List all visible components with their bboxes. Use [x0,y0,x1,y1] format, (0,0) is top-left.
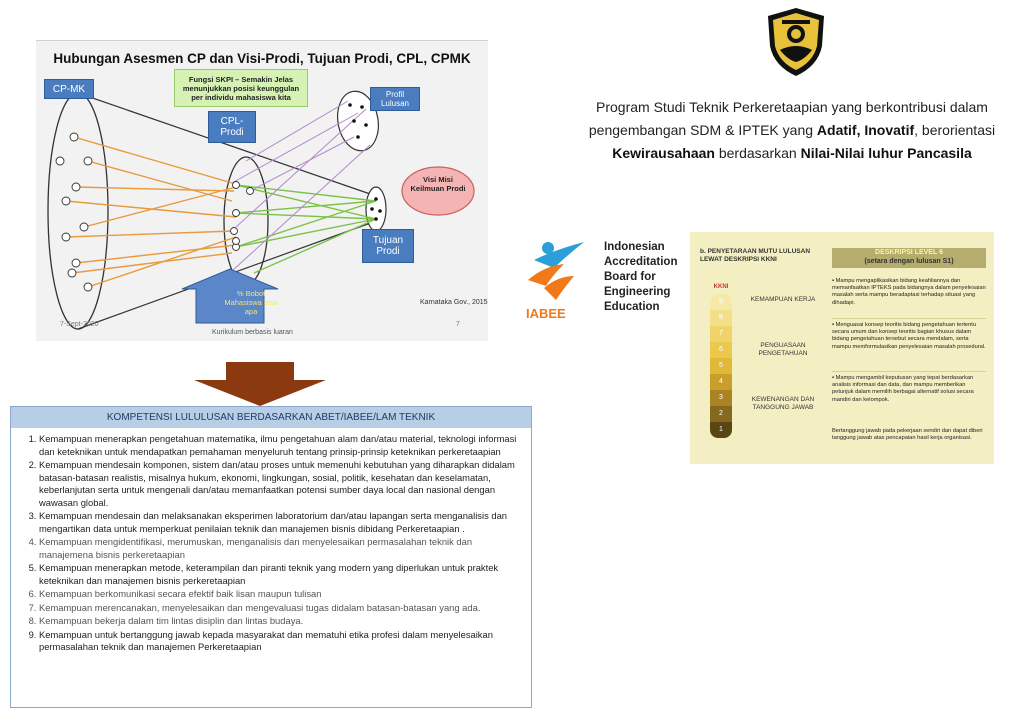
mission-part1: Program Studi Teknik Perkeretaapian yang… [588,99,988,138]
kkni-level-subtitle: (setara dengan lulusan S1) [864,258,954,265]
slide-footer: Kurikulum berbasis luaran [212,329,293,336]
kkni-cat-kerja: KEMAMPUAN KERJA [750,296,816,303]
down-arrow-icon [194,362,326,406]
competency-box: KOMPETENSI LULULUSAN BERDASARKAN ABET/IA… [10,406,532,708]
cpmk-ellipse [47,92,109,330]
kkni-scale-label: KKNI [713,284,729,290]
bobot-up-arrow [181,268,279,324]
diagram-title: Hubungan Asesmen CP dan Visi-Prodi, Tuju… [53,51,471,66]
kkni-panel: b. PENYETARAAN MUTU LULUSAN LEWAT DESKRI… [690,232,994,464]
tujuan-dots [370,197,382,221]
cpl-ellipse [223,156,269,286]
kkni-desc-kerja: ▪ Mampu mengaplikasikan bidang keahliann… [832,278,986,306]
competency-item: Kemampuan bekerja dalam tim lintas disip… [39,615,525,628]
mission-bold1: Adatif, Inovatif [816,122,915,138]
kkni-desc-tanggung-jawab-a: ▪ Mampu mengambil keputusan yang tepat b… [832,375,974,403]
competency-item: Kemampuan menerapkan pengetahuan matemat… [39,433,525,458]
cpmk-to-cpl-lines [65,136,237,288]
tujuan-ellipse [365,186,387,232]
kkni-level: 4 [710,374,732,390]
iabee-figure-icon [528,242,584,300]
competency-list: Kemampuan menerapkan pengetahuan matemat… [19,433,525,655]
iabee-name-line: Engineering [604,286,671,298]
kkni-level: 2 [710,406,732,422]
cone-top-line [77,92,377,197]
mission-bold2: Kewirausahaan [612,145,715,161]
kkni-desc-kerja-text: Mampu mengaplikasikan bidang keahliannya… [832,278,986,306]
kkni-left-title: b. PENYETARAAN MUTU LULUSAN LEWAT DESKRI… [700,248,811,263]
kkni-level: 7 [710,326,732,342]
kkni-level-title: DESKRIPSI LEVEL 6 [875,249,943,256]
source-note: Karnataka Gov., 2015 [420,299,488,306]
kkni-level: 3 [710,390,732,406]
cp-relationship-diagram: Hubungan Asesmen CP dan Visi-Prodi, Tuju… [36,40,488,341]
iabee-logo: IABEE [524,236,594,324]
kkni-level: 8 [710,310,732,326]
cpl-to-profil-lines [231,100,371,272]
kkni-desc-pengetahuan-text: Menguasai konsep teoritis bidang pengeta… [832,322,986,350]
competency-item: Kemampuan menerapkan metode, keterampila… [39,562,525,587]
slide-date: 7-Sept-2020 [60,321,99,328]
slide-page: 7 [456,321,460,328]
competency-item: Kemampuan untuk bertanggung jawab kepada… [39,629,525,654]
bobot-label: % Bobot Mahasiswa bisa apa [224,289,278,316]
cpmk-markers [55,132,93,292]
mission-part3: berdasarkan [714,145,801,161]
mission-part2: , berorientasi [914,122,996,138]
visi-label: Visi Misi Keilmuan Prodi [410,175,466,193]
cpl-label: CPL-Prodi [208,111,256,143]
diagram-graphic [47,90,475,330]
university-emblem-icon [768,8,824,76]
kkni-desc-tanggung-jawab-b: Bertanggung jawab pada pekerjaan sendiri… [832,428,983,442]
kkni-level: 9 [710,294,732,310]
iabee-name-line: Accreditation [604,256,678,268]
kkni-cat-tanggung-jawab: KEWENANGAN DAN TANGGUNG JAWAB [751,396,815,411]
kkni-divider [832,318,986,319]
competency-item: Kemampuan mengidentifikasi, merumuskan, … [39,536,525,561]
iabee-logo-text: IABEE [526,306,566,321]
kkni-level: 5 [710,358,732,374]
kkni-level: 6 [710,342,732,358]
cpl-markers [230,181,254,251]
iabee-name-line: Indonesian [604,241,665,253]
cpl-to-tujuan-lines [235,184,377,274]
competency-item: Kemampuan merencanakan, menyelesaikan da… [39,602,525,615]
kkni-divider [832,371,986,372]
tujuan-label: Tujuan Prodi [362,229,414,263]
spki-note: Fungsi SKPI – Semakin Jelas menunjukkan … [174,69,308,107]
iabee-name-line: Board for [604,271,656,283]
iabee-name-line: Education [604,301,660,313]
competency-item: Kemampuan mendesain komponen, sistem dan… [39,459,525,509]
iabee-name: Indonesian Accreditation Board for Engin… [604,240,694,315]
kkni-desc-pengetahuan: ▪ Menguasai konsep teoritis bidang penge… [832,322,986,350]
program-mission-text: Program Studi Teknik Perkeretaapian yang… [580,96,1004,165]
profil-dots [348,103,368,139]
kkni-level: 1 [710,422,732,438]
competency-item: Kemampuan berkomunikasi secara efektif b… [39,588,525,601]
visi-ellipse [401,166,475,216]
kkni-right-title: DESKRIPSI LEVEL 6 (setara dengan lulusan… [832,248,986,268]
kkni-cat-pengetahuan: PENGUASAAN PENGETAHUAN [758,342,808,357]
competency-item: Kemampuan mendesain dan melaksanakan eks… [39,510,525,535]
kkni-desc-tanggung-jawab-a-text: Mampu mengambil keputusan yang tepat ber… [832,375,974,403]
mission-bold3: Nilai-Nilai luhur Pancasila [800,145,972,161]
competency-header: KOMPETENSI LULULUSAN BERDASARKAN ABET/IA… [11,407,531,428]
cpmk-label: CP-MK [44,79,94,99]
kkni-level-column: 9 8 7 6 5 4 3 2 1 [710,294,732,438]
profil-label: Profil Lulusan [370,87,420,111]
